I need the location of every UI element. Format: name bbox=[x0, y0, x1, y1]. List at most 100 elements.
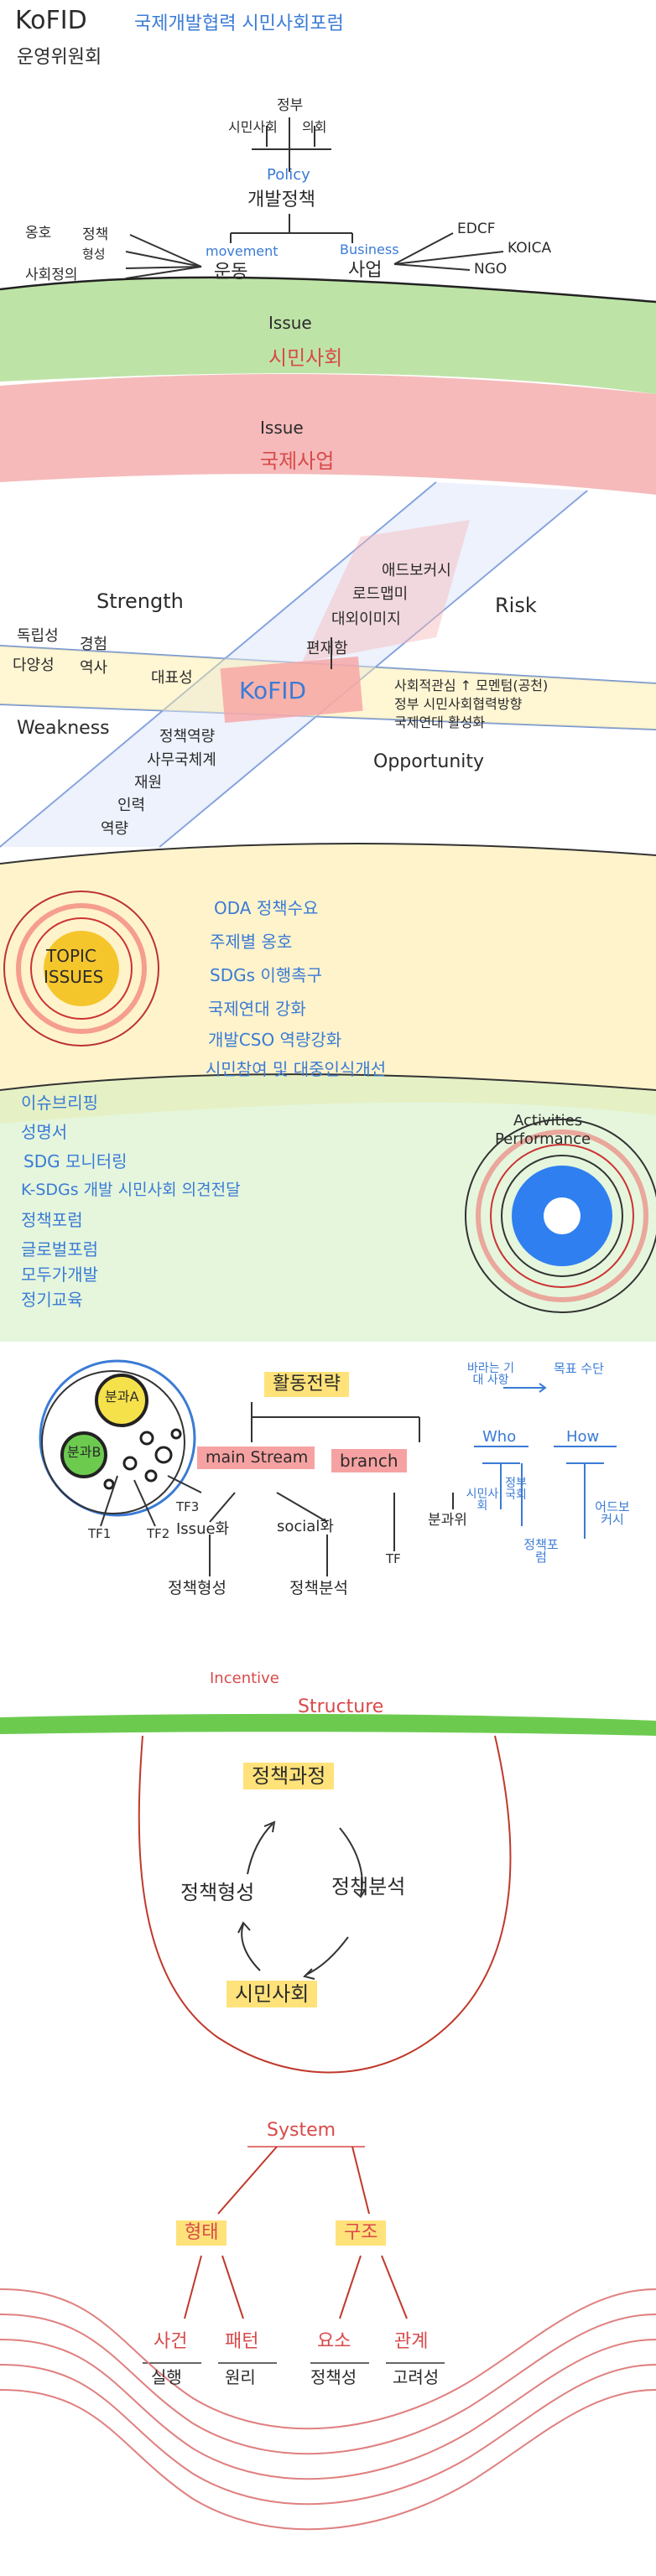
bottom-wave-lines bbox=[0, 2288, 656, 2531]
topic-item-2: 주제별 옹호 bbox=[210, 932, 293, 952]
business-ko: 사업 bbox=[348, 260, 383, 281]
incentive-right: 정책분석 bbox=[331, 1875, 406, 1898]
who-label: Who bbox=[482, 1428, 517, 1446]
incentive-bowl bbox=[138, 1735, 512, 2074]
tf-2: TF2 bbox=[147, 1526, 170, 1541]
issue1-en: Issue bbox=[268, 313, 312, 333]
policy-en: Policy bbox=[267, 166, 310, 184]
system-leaf-3: 요소 bbox=[317, 2331, 351, 2352]
tf-3: TF3 bbox=[176, 1499, 200, 1514]
who-item-1: 시민사회 bbox=[466, 1488, 499, 1513]
risk-red-wash bbox=[302, 520, 470, 662]
circle-b bbox=[60, 1431, 107, 1478]
circle-a-label: 분과A bbox=[105, 1389, 139, 1405]
system-leaf-sub-1: 실행 bbox=[151, 2367, 182, 2387]
activity-item-4: K-SDGs 개발 시민사회 의견전달 bbox=[21, 1181, 241, 1199]
strength-item-2: 경험 bbox=[80, 636, 108, 653]
org-subtitle: 운영위원회 bbox=[17, 47, 102, 68]
activity-label-1: Activities bbox=[513, 1112, 583, 1130]
tree-top: 정부 bbox=[277, 97, 304, 114]
system-left-node: 형태 bbox=[176, 2220, 227, 2246]
flow-left-top: 바라는 기대 사항 bbox=[467, 1362, 514, 1387]
business-en: Business bbox=[340, 242, 399, 257]
topic-item-6: 시민참여 및 대중인식개선 bbox=[206, 1059, 387, 1079]
activity-label-2: Performance bbox=[495, 1130, 591, 1148]
incentive-title-1: Incentive bbox=[210, 1670, 279, 1687]
incentive-top: 정책과정 bbox=[243, 1763, 335, 1789]
tf-1: TF1 bbox=[88, 1526, 112, 1541]
system-leaf-2: 패턴 bbox=[225, 2331, 259, 2352]
right-item-3: NGO bbox=[474, 261, 508, 278]
branch-box: branch bbox=[331, 1449, 407, 1472]
weakness-item-5: 역량 bbox=[101, 820, 129, 838]
system-leaf-sub-2: 원리 bbox=[225, 2367, 256, 2387]
incentive-green-bar bbox=[0, 1713, 656, 1736]
topic-label-2: ISSUES bbox=[44, 967, 104, 987]
social-label: social화 bbox=[277, 1518, 334, 1535]
activity-item-2: 성명서 bbox=[21, 1122, 68, 1142]
activity-core-hole bbox=[544, 1197, 581, 1234]
risk-item-4: 편재함 bbox=[306, 640, 348, 657]
topic-item-5: 개발CSO 역량강화 bbox=[208, 1030, 342, 1050]
activity-item-5: 정책포럼 bbox=[21, 1210, 83, 1230]
tree-left-leaf: 시민사회 bbox=[228, 119, 278, 135]
left-item-2: 정책 bbox=[82, 226, 109, 243]
main-stream-box: main Stream bbox=[197, 1446, 315, 1469]
issue2-ko: 국제사업 bbox=[260, 449, 335, 473]
system-leaf-1: 사건 bbox=[154, 2331, 188, 2352]
activity-item-3: SDG 모니터링 bbox=[23, 1151, 128, 1171]
strength-item-5: 대표성 bbox=[151, 669, 193, 687]
topic-circles bbox=[3, 891, 159, 1046]
strength-item-4: 역사 bbox=[80, 659, 108, 677]
opportunity-item-1: 사회적관심 ↑ 모멘텀(공천) bbox=[394, 678, 549, 693]
strategy-dots bbox=[103, 1428, 182, 1490]
activity-item-7: 모두가개발 bbox=[21, 1265, 98, 1285]
org-title: KoFID bbox=[15, 6, 87, 35]
kofid-center-highlight bbox=[220, 656, 363, 724]
how-label: How bbox=[566, 1428, 600, 1446]
tagline: 국제개발협력 시민사회포럼 bbox=[134, 13, 344, 34]
strength-item-1: 독립성 bbox=[17, 627, 59, 645]
topic-item-1: ODA 정책수요 bbox=[214, 898, 319, 918]
issue-label: Issue화 bbox=[176, 1520, 230, 1538]
branch-sub: 분과위 bbox=[428, 1512, 467, 1529]
risk-item-2: 로드맵미 bbox=[352, 585, 409, 603]
right-item-2: KOICA bbox=[508, 240, 552, 257]
weakness-item-3: 재원 bbox=[134, 774, 163, 792]
who-how-lines bbox=[474, 1383, 617, 1539]
opportunity-item-3: 국제연대 활성화 bbox=[394, 714, 486, 730]
strategy-title: 활동전략 bbox=[264, 1372, 349, 1397]
topic-core-circle bbox=[44, 931, 119, 1006]
activity-item-1: 이슈브리핑 bbox=[21, 1093, 98, 1113]
system-right-node: 구조 bbox=[336, 2220, 387, 2246]
weakness-item-1: 정책역량 bbox=[159, 728, 216, 745]
incentive-title-2: Structure bbox=[298, 1696, 384, 1717]
left-item-1: 옹호 bbox=[25, 225, 52, 242]
activity-circles bbox=[465, 1119, 656, 1313]
flow-right-top: 목표 수단 bbox=[554, 1361, 604, 1376]
swot-center: KoFID bbox=[239, 677, 307, 704]
activity-item-8: 정기교육 bbox=[21, 1290, 83, 1310]
policy-form: 정책형성 bbox=[168, 1579, 226, 1597]
system-tree-lines bbox=[184, 2146, 408, 2319]
swot-opportunity: Opportunity bbox=[373, 751, 485, 772]
topic-item-4: 국제연대 강화 bbox=[208, 999, 306, 1019]
left-item-4: 사회정의 bbox=[25, 267, 78, 283]
how-item-1: 정책포럼 bbox=[523, 1537, 559, 1565]
green-issue-band bbox=[0, 277, 656, 394]
activity-item-6: 글로벌포럼 bbox=[21, 1239, 98, 1259]
cycle-arrows bbox=[237, 1820, 367, 1980]
policy-ko: 개발정책 bbox=[247, 190, 315, 210]
left-item-3: 형성 bbox=[82, 247, 106, 262]
strength-item-3: 다양성 bbox=[13, 657, 55, 674]
topic-label-1: TOPIC bbox=[46, 946, 96, 966]
issue2-en: Issue bbox=[260, 418, 304, 438]
circle-b-label: 분과B bbox=[67, 1444, 102, 1460]
weakness-item-2: 사무국체계 bbox=[147, 751, 216, 769]
circle-a bbox=[95, 1374, 148, 1427]
system-leaf-sub-4: 고려성 bbox=[393, 2367, 440, 2387]
strategy-lines bbox=[100, 1402, 454, 1576]
risk-item-1: 애드보커시 bbox=[382, 562, 451, 579]
swot-risk: Risk bbox=[495, 594, 537, 617]
incentive-left: 정책형성 bbox=[180, 1881, 255, 1904]
